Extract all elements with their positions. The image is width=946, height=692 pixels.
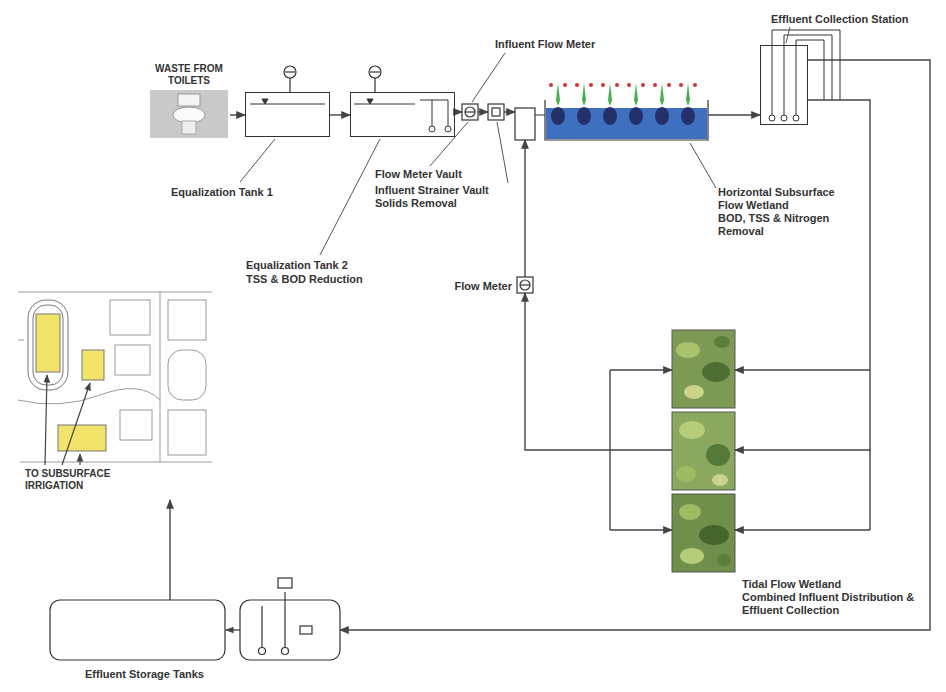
flow-pipe — [525, 293, 672, 450]
tidal-wetland-photos — [672, 330, 735, 572]
station-pumps — [769, 30, 840, 121]
node-label: Effluent Collection Station — [771, 13, 943, 26]
flow-pipe — [504, 111, 515, 112]
flow-pipe — [230, 114, 245, 115]
flow-meter: Flow Meter — [517, 277, 533, 293]
flow-pipe — [340, 60, 930, 630]
wetland-basin — [515, 83, 708, 140]
source-box: WASTE FROM TOILETS — [148, 62, 230, 140]
wetland-basin: Horizontal Subsurface Flow WetlandBOD, T… — [515, 80, 708, 140]
flow-pipe — [330, 114, 350, 115]
flow-pipe — [735, 100, 870, 450]
equalization-tank: Equalization Tank 2TSS & BOD Reduction — [350, 92, 455, 137]
node-label: Equalization Tank 1 — [171, 186, 321, 199]
toilet-icon — [150, 90, 228, 138]
node-label: Combined Influent Distribution & Effluen… — [742, 591, 920, 617]
node-label: Horizontal Subsurface Flow Wetland — [718, 186, 848, 212]
equalization-tank: Equalization Tank 1 — [245, 92, 330, 137]
flow-meter-vault: Flow Meter Vault — [462, 104, 478, 120]
callout-label: Influent Flow Meter — [495, 38, 625, 51]
map-pointer-arrows — [45, 375, 90, 465]
level-gauge — [284, 66, 381, 92]
node-label: Flow Meter Vault — [375, 168, 495, 181]
strainer-vault: Influent Strainer VaultSolids Removal — [488, 104, 504, 120]
node-label: Effluent Storage Tanks — [85, 668, 265, 681]
node-label: WASTE FROM TOILETS — [148, 63, 230, 87]
flow-pipe — [708, 114, 760, 115]
node-label: Influent Strainer Vault — [375, 184, 515, 197]
node-label: BOD, TSS & Nitrogen Removal — [718, 212, 848, 238]
node-label: Tidal Flow Wetland — [742, 578, 920, 591]
storage-tanks: Effluent Storage Tanks — [50, 600, 340, 660]
storage-tank-drawing — [50, 578, 340, 660]
leader-lines — [240, 27, 790, 255]
tidal-wetland: Tidal Flow WetlandCombined Influent Dist… — [672, 330, 735, 572]
flow-pipe — [455, 111, 462, 112]
node-label: Equalization Tank 2 — [246, 259, 396, 272]
flow-pipe — [524, 140, 525, 277]
irrigation-site: TO SUBSURFACE IRRIGATION — [15, 285, 215, 500]
flow-pipe — [169, 500, 170, 600]
flow-pipe — [478, 111, 488, 112]
node-label: TSS & BOD Reduction — [246, 273, 396, 286]
node-label: Solids Removal — [375, 197, 515, 210]
node-label: TO SUBSURFACE IRRIGATION — [25, 468, 125, 492]
node-label: Flow Meter — [440, 280, 512, 293]
collection-station: Effluent Collection Station — [760, 45, 808, 125]
